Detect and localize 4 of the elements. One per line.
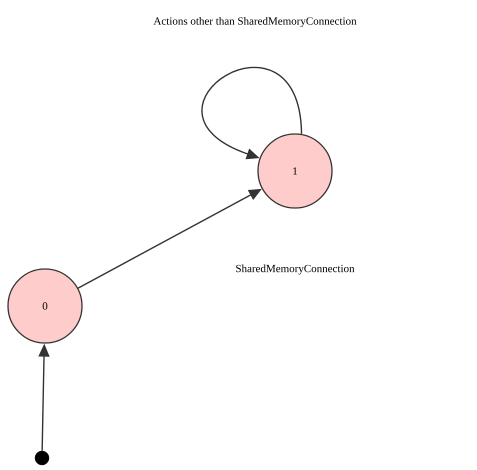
arrow bbox=[202, 66, 302, 160]
edge-label: Actions other than SharedMemoryConnection bbox=[152, 16, 358, 28]
start-dot bbox=[34, 450, 50, 466]
edge-label: SharedMemoryConnection bbox=[234, 263, 356, 276]
